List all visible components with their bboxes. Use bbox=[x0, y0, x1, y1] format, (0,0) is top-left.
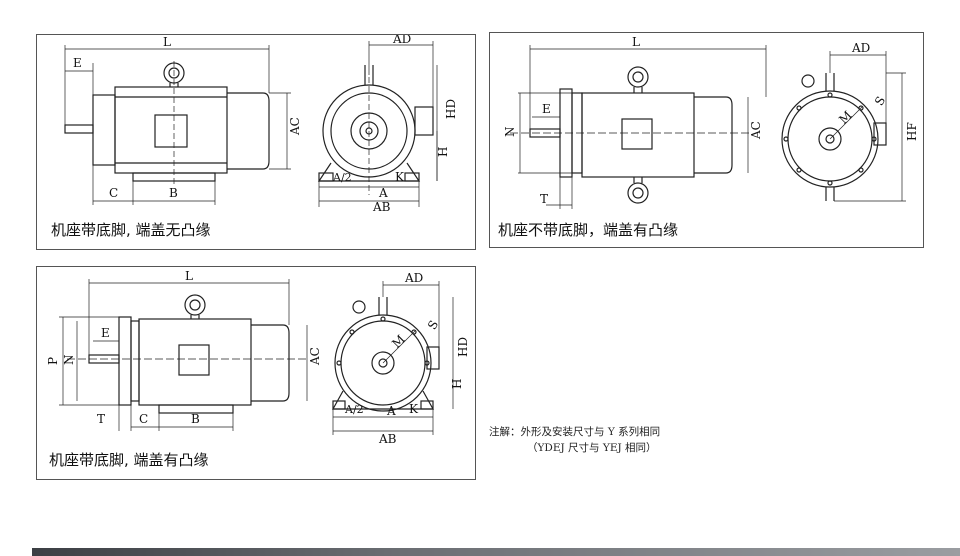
note-line-1: 注解：外形及安装尺寸与 Y 系列相同 bbox=[489, 426, 661, 438]
end-view-dimensions bbox=[318, 41, 438, 207]
dim-label-E: E bbox=[542, 102, 551, 116]
dim-label-N: N bbox=[62, 355, 76, 366]
dim-label-P: P bbox=[46, 357, 60, 365]
diagram-panel-foot-flange: L E P N T C B AC bbox=[36, 266, 476, 480]
panel-2-drawing: L E N T AC AD S bbox=[503, 35, 919, 209]
dim-label-A: A bbox=[386, 404, 396, 418]
footer-divider-bar bbox=[32, 548, 960, 556]
side-view-dimensions bbox=[518, 45, 767, 209]
dim-label-AB: AB bbox=[372, 200, 391, 214]
panel-3-drawing: L E P N T C B AC bbox=[46, 269, 470, 446]
dim-label-HD: HD bbox=[444, 99, 458, 119]
dim-label-HF: HF bbox=[905, 122, 919, 141]
dim-label-AC: AC bbox=[288, 117, 302, 136]
dim-label-A2: A/2 bbox=[332, 171, 352, 184]
dim-label-C: C bbox=[109, 186, 118, 200]
panel-caption: 机座带底脚, 端盖无凸缘 bbox=[51, 221, 211, 239]
dim-label-L: L bbox=[163, 35, 171, 49]
note-line-2: （YDEJ 尺寸与 YEJ 相同） bbox=[527, 442, 657, 454]
dim-label-B: B bbox=[169, 186, 178, 200]
dim-label-AC: AC bbox=[749, 121, 763, 140]
dim-label-A2: A/2 bbox=[344, 403, 364, 416]
dim-label-B: B bbox=[191, 412, 200, 426]
end-view-motor bbox=[331, 297, 440, 412]
dim-label-K: K bbox=[395, 170, 405, 184]
panel-caption: 机座不带底脚，端盖有凸缘 bbox=[498, 221, 679, 239]
dim-label-T: T bbox=[540, 192, 548, 206]
end-view-motor bbox=[781, 73, 887, 201]
dim-label-E: E bbox=[101, 326, 110, 340]
dim-label-AC: AC bbox=[308, 347, 322, 366]
dim-label-AB: AB bbox=[378, 432, 397, 446]
side-view-dimensions bbox=[59, 279, 308, 431]
dim-label-H: H bbox=[436, 147, 450, 157]
dim-label-H: H bbox=[450, 379, 464, 389]
dim-label-HD: HD bbox=[456, 337, 470, 357]
dim-label-AD: AD bbox=[851, 41, 870, 55]
dim-label-T: T bbox=[97, 412, 105, 426]
panel-caption: 机座带底脚, 端盖有凸缘 bbox=[49, 451, 209, 469]
diagram-panel-no-foot-flange: L E N T AC AD S bbox=[489, 32, 924, 248]
dim-label-AD: AD bbox=[404, 271, 423, 285]
dim-label-L: L bbox=[185, 269, 193, 283]
side-view-motor bbox=[510, 66, 752, 204]
end-view-motor bbox=[317, 65, 434, 195]
dim-label-M: M bbox=[836, 108, 855, 127]
side-view-motor bbox=[67, 294, 309, 414]
end-view-dimensions bbox=[332, 281, 454, 435]
dim-label-M: M bbox=[389, 332, 408, 351]
diagram-panel-foot-no-flange: L E AC C B AD bbox=[36, 34, 476, 250]
dim-label-L: L bbox=[632, 35, 640, 49]
end-view-dimensions bbox=[829, 51, 906, 202]
dim-label-A: A bbox=[378, 186, 388, 200]
side-view-dimensions bbox=[64, 45, 291, 205]
dim-label-K: K bbox=[409, 402, 419, 416]
dim-label-N: N bbox=[503, 127, 517, 138]
dim-label-AD: AD bbox=[392, 35, 411, 46]
side-view-motor bbox=[64, 61, 270, 185]
dim-label-C: C bbox=[139, 412, 148, 426]
dim-label-E: E bbox=[73, 56, 82, 70]
panel-1-drawing: L E AC C B AD bbox=[64, 35, 458, 214]
